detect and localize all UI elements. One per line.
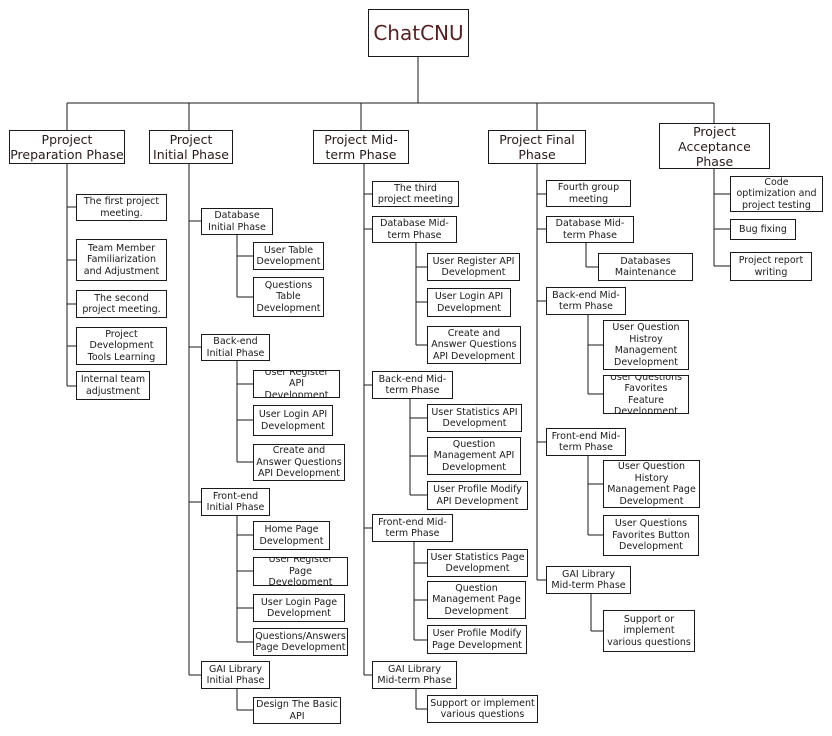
final-group-gai: GAI Library Mid-term Phase <box>546 566 631 594</box>
midterm-database-item: User Login API Development <box>427 288 511 317</box>
prep-task: Project Development Tools Learning <box>76 327 167 365</box>
final-backend-item: User Questions Favorites Feature Develop… <box>603 375 689 414</box>
midterm-frontend-item: User Statistics Page Development <box>427 549 528 577</box>
final-database-item: Databases Maintenance <box>598 253 693 281</box>
midterm-backend-item: User Statistics API Development <box>427 404 522 432</box>
final-meeting: Fourth group meeting <box>546 180 631 207</box>
acceptance-task: Code optimization and project testing <box>730 176 823 212</box>
midterm-group-gai: GAI Library Mid-term Phase <box>372 661 457 689</box>
prep-task: Team Member Familiarization and Adjustme… <box>76 239 167 281</box>
initial-backend-item: Create and Answer Questions API Developm… <box>253 444 345 481</box>
initial-group-backend: Back-end Initial Phase <box>201 334 270 361</box>
midterm-group-database: Database Mid- term Phase <box>372 216 457 243</box>
root-node: ChatCNU <box>368 9 469 57</box>
final-group-frontend: Front-end Mid- term Phase <box>546 428 626 456</box>
initial-database-item: User Table Development <box>253 242 324 270</box>
initial-frontend-item: Home Page Development <box>253 521 330 550</box>
initial-frontend-item: Questions/Answers Page Development <box>253 628 348 656</box>
initial-backend-item: User Register API Development <box>253 370 340 398</box>
initial-database-item: Questions Table Development <box>253 277 324 317</box>
initial-gai-item: Design The Basic API <box>253 697 341 724</box>
phase-final: Project Final Phase <box>488 130 586 164</box>
initial-backend-item: User Login API Development <box>253 405 333 436</box>
midterm-database-item: Create and Answer Questions API Developm… <box>427 326 521 364</box>
final-frontend-item: User Question History Management Page De… <box>603 460 700 508</box>
midterm-meeting: The third project meeting <box>372 181 459 207</box>
midterm-database-item: User Register API Development <box>427 253 520 281</box>
midterm-group-backend: Back-end Mid- term Phase <box>372 371 453 399</box>
midterm-backend-item: User Profile Modify API Development <box>427 481 528 510</box>
final-group-backend: Back-end Mid- term Phase <box>546 287 626 315</box>
midterm-gai-item: Support or implement various questions <box>427 695 538 723</box>
midterm-backend-item: Question Management API Development <box>427 437 521 475</box>
midterm-frontend-item: Question Management Page Development <box>427 581 526 619</box>
phase-initial: Project Initial Phase <box>149 130 233 164</box>
final-group-database: Database Mid- term Phase <box>546 216 634 243</box>
initial-group-gai: GAI Library Initial Phase <box>201 661 270 689</box>
prep-task: The first project meeting. <box>76 194 167 221</box>
final-frontend-item: User Questions Favorites Button Developm… <box>603 515 699 556</box>
prep-task: Internal team adjustment <box>76 371 150 400</box>
phase-preparation: Pproject Preparation Phase <box>9 130 125 164</box>
final-gai-item: Support or implement various questions <box>603 610 695 652</box>
initial-frontend-item: User Register Page Development <box>253 557 348 586</box>
phase-acceptance: Project Acceptance Phase <box>659 123 770 169</box>
prep-task: The second project meeting. <box>76 290 167 318</box>
acceptance-task: Project report writing <box>730 252 812 281</box>
midterm-group-frontend: Front-end Mid- term Phase <box>372 514 453 542</box>
initial-group-database: Database Initial Phase <box>201 208 273 235</box>
acceptance-task: Bug fixing <box>730 219 796 240</box>
midterm-frontend-item: User Profile Modify Page Development <box>427 625 527 654</box>
initial-frontend-item: User Login Page Development <box>253 594 345 622</box>
phase-midterm: Project Mid- term Phase <box>313 130 409 164</box>
final-backend-item: User Question Histroy Management Develop… <box>603 320 689 370</box>
initial-group-frontend: Front-end Initial Phase <box>201 488 270 516</box>
